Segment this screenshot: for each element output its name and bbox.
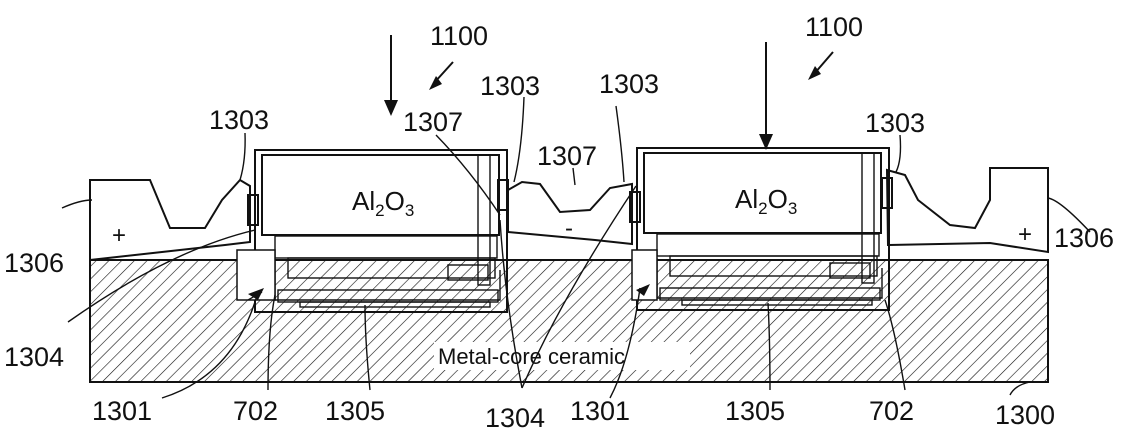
label-1304-mid: 1304: [485, 403, 545, 433]
label-1303-d: 1303: [865, 108, 925, 138]
label-1301-right: 1301: [570, 396, 630, 426]
polarity-middle: -: [565, 215, 573, 242]
lens-material-right: Al2O3: [735, 184, 797, 218]
label-1307-a: 1307: [403, 107, 463, 137]
leader-lines: [61, 96, 1091, 399]
lens-material-left: Al2O3: [352, 186, 414, 220]
label-1307-b: 1307: [537, 141, 597, 171]
label-1306-left: 1306: [4, 248, 64, 278]
light-arrow-right: [759, 42, 773, 150]
label-1303-c: 1303: [599, 69, 659, 99]
label-1305-left: 1305: [325, 396, 385, 426]
polarity-left: +: [112, 222, 126, 249]
substrate-material: Metal-core ceramic: [438, 344, 625, 369]
label-1100-left: 1100: [430, 21, 488, 51]
label-1303-b: 1303: [480, 71, 540, 101]
polarity-right: +: [1018, 221, 1032, 248]
package-right: [629, 147, 893, 311]
label-1306-right: 1306: [1054, 223, 1114, 253]
label-702-left: 702: [233, 396, 278, 426]
label-1304-left: 1304: [4, 342, 64, 372]
label-1100-right: 1100: [805, 12, 863, 42]
pointer-arrow-left: [429, 61, 454, 90]
light-arrow-left: [384, 35, 398, 116]
pad-layer-right: [885, 167, 1049, 254]
pointer-arrow-right: [808, 51, 834, 80]
cavity-arrow-right: [636, 284, 650, 296]
cavity-arrow-left: [248, 288, 264, 300]
label-1305-right: 1305: [725, 396, 785, 426]
label-1300: 1300: [995, 400, 1055, 430]
label-1301-left: 1301: [92, 396, 152, 426]
label-702-right: 702: [869, 396, 914, 426]
label-1303-a: 1303: [209, 105, 269, 135]
pad-layer-middle: [507, 180, 633, 246]
